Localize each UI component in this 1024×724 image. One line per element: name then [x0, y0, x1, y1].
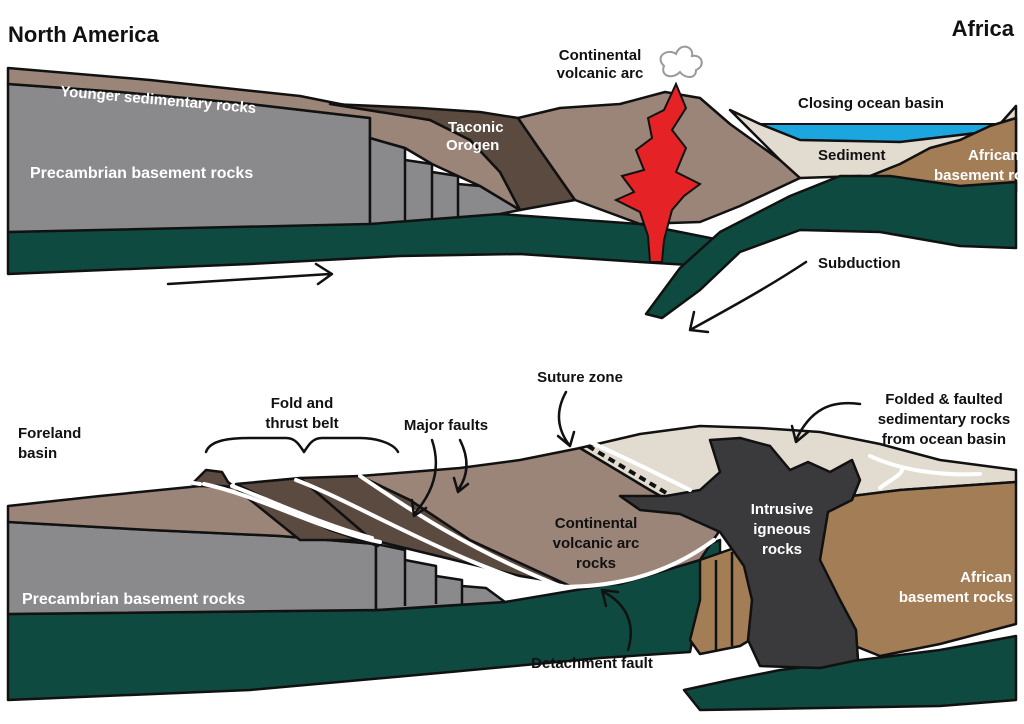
label-major-faults: Major faults — [404, 417, 488, 434]
top-volcano-smoke — [659, 45, 703, 78]
fault-thrust-4 — [358, 474, 562, 588]
label-bottom-precambrian: Precambrian basement rocks — [22, 591, 245, 608]
label-intrusive-3: rocks — [762, 541, 802, 558]
top-younger-sedimentary — [6, 66, 522, 212]
label-folded-3: from ocean basin — [882, 431, 1006, 448]
label-intrusive-1: Intrusive — [751, 501, 814, 518]
label-bottom-arc-3: rocks — [576, 555, 616, 572]
label-top-african-1: African — [968, 147, 1020, 164]
label-top-african-2: basement rocks — [934, 167, 1024, 184]
fault-thrust-3 — [294, 478, 542, 588]
label-africa: Africa — [952, 16, 1015, 41]
label-fold-1: Fold and — [271, 395, 334, 412]
bottom-intrusive-igneous — [618, 436, 862, 670]
arrow-fold-thrust-brace — [204, 436, 400, 454]
label-bottom-african-1: African — [960, 569, 1012, 586]
arrow-major-fault-2 — [452, 438, 470, 494]
label-intrusive-2: igneous — [753, 521, 811, 538]
label-top-precambrian: Precambrian basement rocks — [30, 165, 253, 182]
top-subduction-arrow — [688, 260, 808, 334]
fault-beige-upper — [868, 454, 982, 477]
fault-detachment — [538, 538, 716, 589]
fault-beige-lower — [878, 468, 904, 490]
label-foreland-2: basin — [18, 445, 57, 462]
fault-thrust-1 — [202, 482, 382, 544]
label-north-america: North America — [8, 22, 160, 47]
label-bottom-arc-1: Continental — [555, 515, 638, 532]
label-fold-2: thrust belt — [265, 415, 338, 432]
label-detachment-fault: Detachment fault — [531, 655, 653, 672]
label-folded-1: Folded & faulted — [885, 391, 1003, 408]
fault-suture-white — [588, 440, 692, 492]
label-taconic-2: Orogen — [446, 137, 499, 154]
label-foreland-1: Foreland — [18, 425, 81, 442]
bottom-green-wedge — [682, 634, 1018, 712]
label-taconic-1: Taconic — [448, 119, 504, 136]
top-panel: North America Africa Younger sedimentary… — [6, 16, 1024, 334]
label-closing-ocean: Closing ocean basin — [798, 95, 944, 112]
label-folded-2: sedimentary rocks — [878, 411, 1011, 428]
arrow-folded-sediment — [790, 401, 862, 444]
label-suture-zone: Suture zone — [537, 369, 623, 386]
label-bottom-arc-2: volcanic arc — [553, 535, 640, 552]
label-subduction: Subduction — [818, 255, 901, 272]
label-top-arc-2: volcanic arc — [557, 65, 644, 82]
label-sediment: Sediment — [818, 147, 886, 164]
arrow-suture-zone — [556, 390, 576, 448]
suture-dashed-line — [586, 444, 670, 496]
top-magma-plume — [613, 81, 702, 263]
bottom-stepped-blocks — [374, 542, 507, 612]
fault-foreland — [68, 479, 202, 498]
bottom-panel: Foreland basin Fold and thrust belt Majo… — [6, 369, 1018, 712]
label-bottom-african-2: basement rocks — [899, 589, 1013, 606]
arrow-detachment — [600, 588, 632, 652]
top-stepped-blocks — [368, 136, 522, 226]
arrow-major-fault-1 — [410, 438, 438, 518]
label-top-arc-1: Continental — [559, 47, 642, 64]
top-north-america-arrow — [166, 262, 334, 286]
top-subducting-slab — [644, 174, 1018, 320]
fault-thrust-2 — [230, 484, 374, 540]
